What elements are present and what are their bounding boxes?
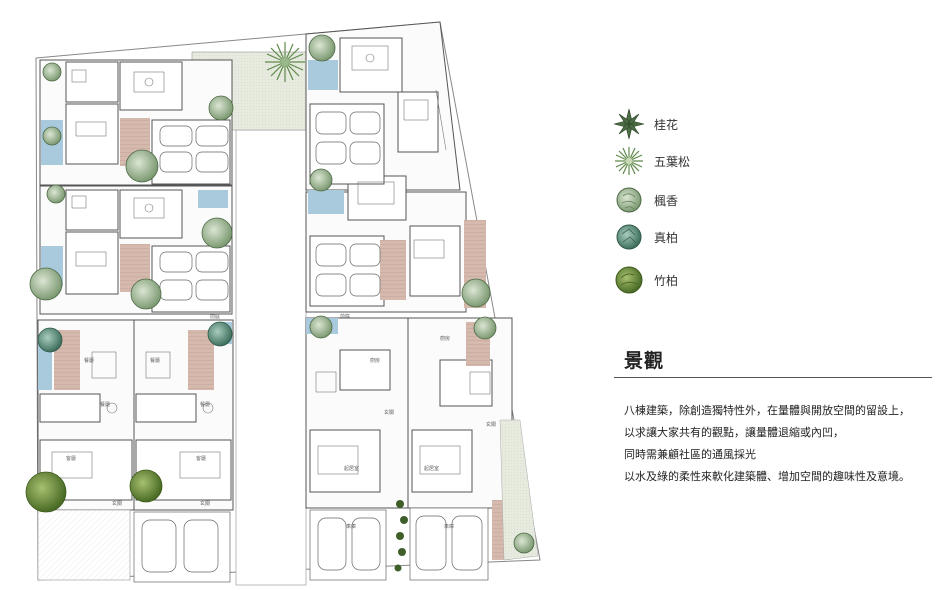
parked-cars [159, 125, 229, 301]
water-feature [308, 60, 338, 90]
furniture [71, 69, 165, 267]
legend-label: 桂花 [654, 117, 679, 132]
nageia-tree-icon [615, 266, 643, 294]
water-feature [198, 190, 228, 208]
room-label: 玄關 [200, 500, 210, 507]
central-driveway [235, 129, 307, 586]
site-plan: 餐廳 餐廳 餐廳 餐廳 客廳 客廳 玄關 玄關 廚房 廚房 起居室 起居室 玄關… [25, 21, 541, 586]
room-label: 玄關 [384, 409, 394, 416]
juniper-icon [616, 224, 642, 250]
legend-item-pine: 五葉松 [612, 146, 690, 176]
room-label: 起居室 [344, 465, 359, 472]
room-label: 餐廳 [84, 357, 94, 364]
room-label: 起居室 [424, 465, 439, 472]
right-lower-units [305, 317, 513, 509]
osmanthus-tree-icon [613, 108, 645, 140]
sweetgum-tree-icon [616, 187, 642, 213]
furniture [315, 371, 491, 475]
furniture [51, 351, 221, 479]
parking-bays [309, 507, 489, 581]
description-line: 同時需兼顧社區的通風採光 [624, 448, 756, 461]
deck [380, 240, 406, 300]
room-label: 客廳 [66, 455, 76, 462]
garden-strip [499, 419, 539, 561]
legend-label: 楓香 [654, 193, 679, 208]
room-label: 前庭 [340, 313, 350, 320]
room-label: 玄關 [486, 421, 496, 428]
legend-item-sweetgum: 楓香 [612, 185, 678, 215]
room-label: 廚房 [440, 335, 450, 342]
parked-cars [315, 111, 381, 297]
title-divider [614, 377, 932, 378]
room-label: 客廳 [196, 455, 206, 462]
legend-item-nageia: 竹柏 [612, 265, 678, 295]
plan-trees [25, 34, 535, 572]
room-label: 餐廳 [100, 401, 110, 408]
section-title: 景觀 [624, 350, 665, 372]
legend-item-osmanthus: 桂花 [612, 108, 679, 140]
room-label: 餐廳 [200, 401, 210, 408]
legend-label: 竹柏 [654, 273, 679, 288]
description-line: 以求讓大家共有的觀點，讓量體退縮或內凹， [624, 426, 844, 439]
room-label: 廚房 [370, 357, 380, 364]
description-line: 以水及綠的柔性來軟化建築體、增加空間的趣味性及意境。 [624, 470, 910, 483]
room-label: 前庭 [210, 313, 220, 320]
parking-bays [133, 511, 231, 583]
description-line: 八棟建築，除創造獨特性外，在量體與開放空間的留設上， [624, 404, 910, 417]
legend-item-juniper: 真柏 [612, 222, 678, 252]
parking-strip [37, 509, 131, 581]
stair [435, 89, 447, 151]
room-label: 玄關 [112, 500, 122, 507]
water-feature [308, 190, 344, 214]
furniture [351, 45, 445, 259]
room-label: 餐廳 [150, 357, 160, 364]
room-label: 車庫 [444, 523, 454, 530]
legend-label: 五葉松 [654, 154, 691, 169]
legend-label: 真柏 [654, 230, 679, 245]
room-label: 車庫 [346, 523, 356, 530]
five-needle-pine-icon [615, 147, 643, 175]
